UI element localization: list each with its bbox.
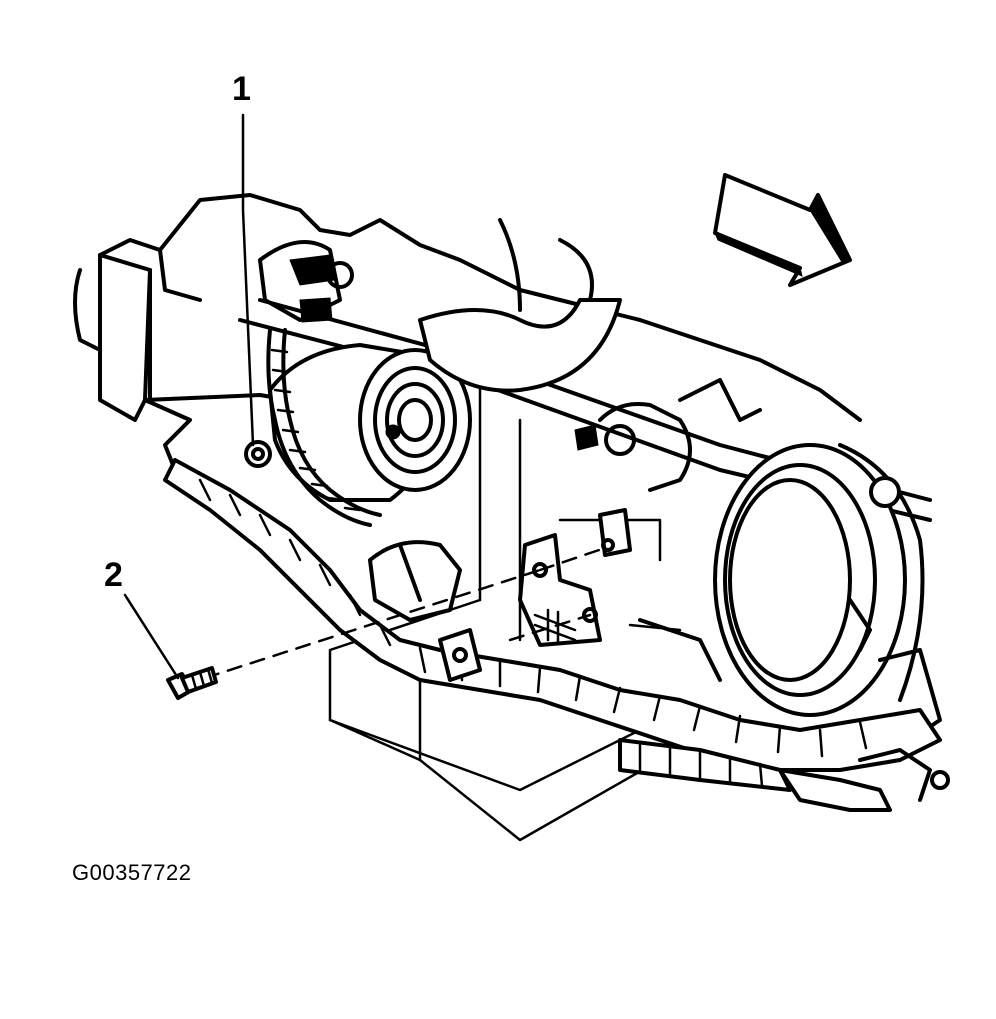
starter-motor bbox=[258, 240, 472, 502]
bolt-path-leader bbox=[203, 546, 607, 680]
bracket-components bbox=[574, 378, 762, 557]
arrow-right-down-icon bbox=[713, 173, 852, 287]
engine-block bbox=[73, 193, 862, 472]
oil-pan-bolt bbox=[368, 540, 462, 622]
ground-nut bbox=[244, 440, 272, 468]
wiring-harness bbox=[163, 458, 942, 812]
callout-label-2: 2 bbox=[104, 556, 123, 594]
starter-lead-cable bbox=[266, 328, 382, 527]
callout-label-1: 1 bbox=[232, 70, 251, 108]
exhaust-pipe bbox=[418, 218, 622, 393]
transmission-housing bbox=[713, 443, 942, 742]
callout-leaders bbox=[123, 113, 255, 680]
mounting-bracket bbox=[518, 533, 602, 647]
lower-right-fittings bbox=[628, 618, 950, 802]
figure-id-label: G00357722 bbox=[72, 860, 192, 885]
